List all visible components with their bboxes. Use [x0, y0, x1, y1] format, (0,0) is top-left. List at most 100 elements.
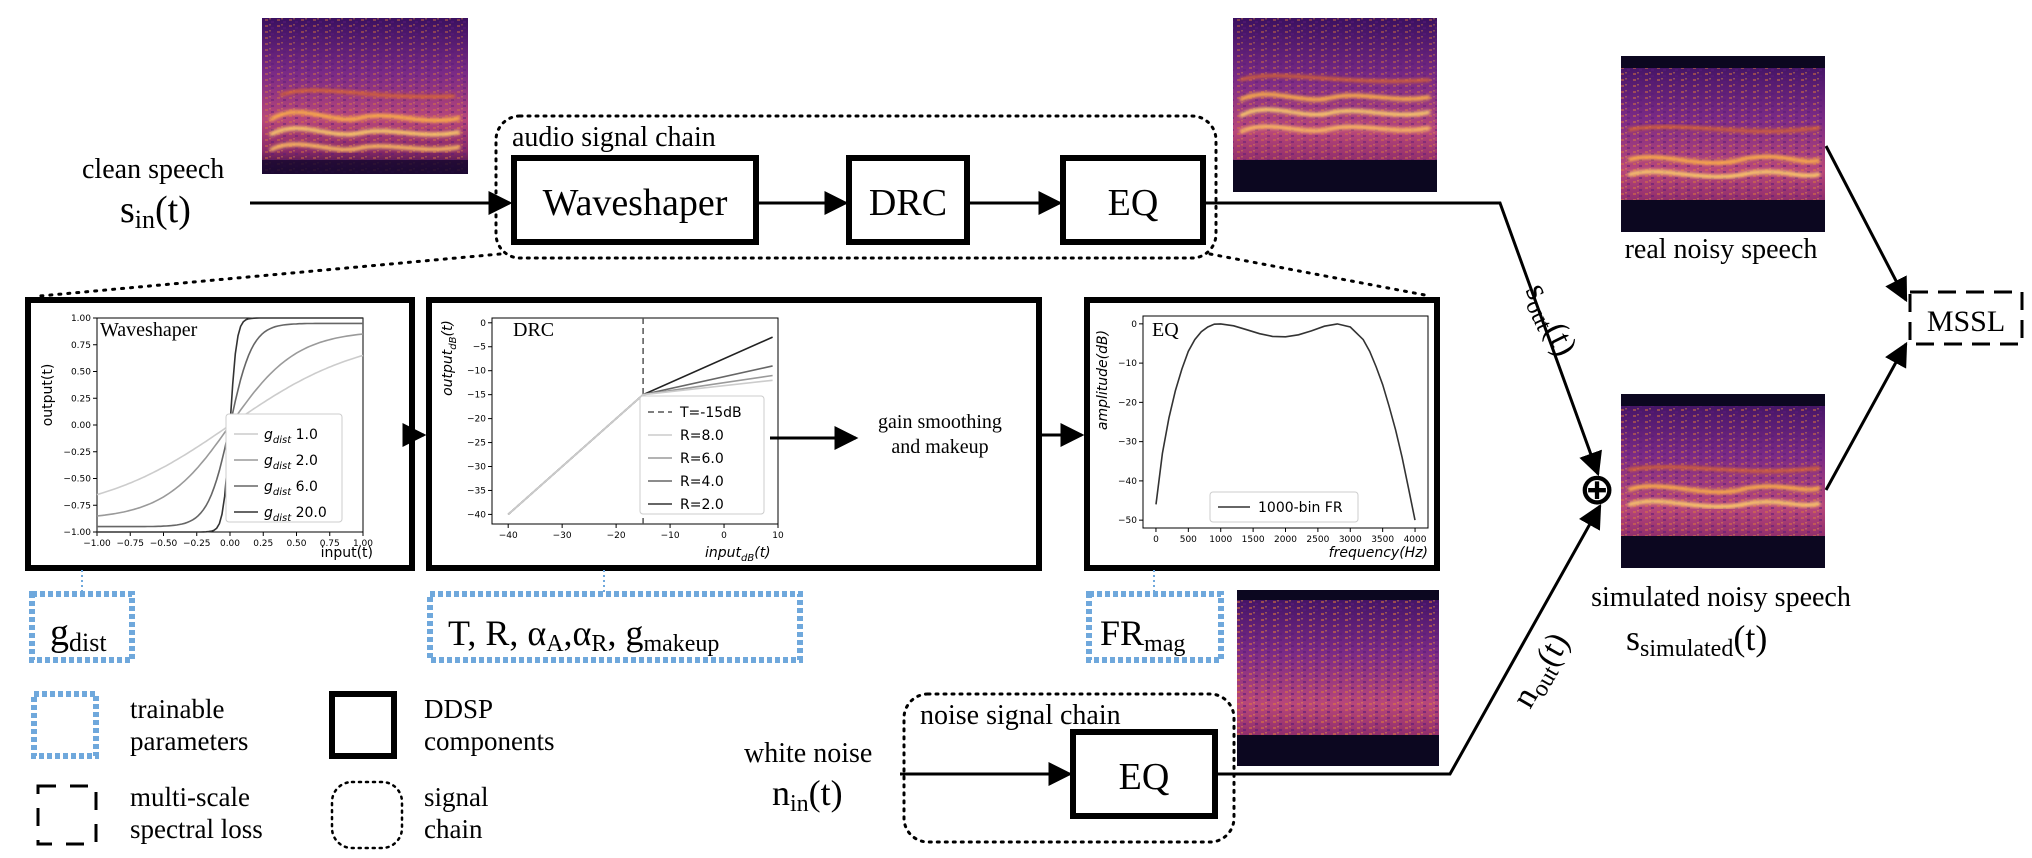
- waveshaper-block[interactable]: [511, 155, 759, 245]
- waveshaper-legend-label: gdist 20.0: [264, 505, 327, 524]
- legend-ddsp-label-1: DDSP: [424, 694, 493, 724]
- waveshaper-legend-label: gdist 2.0: [264, 453, 318, 472]
- eq-xtick-label: 500: [1180, 535, 1197, 545]
- eq-xtick-label: 4000: [1404, 535, 1427, 545]
- waveshaper-legend-label: gdist 1.0: [264, 427, 318, 446]
- waveshaper-legend: gdist 1.0 gdist 2.0 gdist 6.0 gdist 20.0: [225, 413, 343, 524]
- drc-legend-label: R=4.0: [680, 474, 724, 490]
- real-noisy-speech-label: real noisy speech: [1625, 234, 1818, 265]
- drc-ytick-label: 0: [480, 319, 486, 329]
- drc-ytick-label: −40: [467, 510, 486, 520]
- eq-panel-title: EQ: [1152, 319, 1179, 341]
- drc-legend: T=-15dB R=8.0R=6.0R=4.0R=2.0: [639, 395, 765, 515]
- legend-trainable-label-1: trainable: [130, 694, 224, 724]
- waveshaper-ytick-label: 0.50: [71, 368, 91, 378]
- eq-xtick-label: 1500: [1242, 535, 1265, 545]
- waveshaper-ytick-label: 1.00: [71, 314, 91, 324]
- waveshaper-xtick-label: 1.00: [353, 539, 373, 549]
- eq-ylabel: amplitude(dB): [1095, 330, 1111, 430]
- legend-mssl-swatch: [36, 784, 98, 846]
- drc-legend-label: R=2.0: [680, 497, 724, 513]
- clean-speech-symbol: sin(t): [120, 189, 191, 234]
- waveshaper-param-label: gdist: [50, 612, 107, 657]
- legend-mssl-label-1: multi-scale: [130, 782, 250, 812]
- waveshaper-xtick-label: 0.75: [320, 539, 340, 549]
- drc-ytick-label: −10: [467, 367, 486, 377]
- s-out-arrow: [1203, 201, 1602, 477]
- mssl-label: MSSL: [1927, 305, 2005, 338]
- eq-xtick-label: 2500: [1306, 535, 1329, 545]
- gain-smoothing-label-1: gain smoothing: [878, 411, 1002, 433]
- waveshaper-xtick-label: −0.25: [183, 539, 211, 549]
- clean-speech-label: clean speech: [82, 154, 224, 185]
- legend-trainable-label-2: parameters: [130, 726, 248, 756]
- waveshaper-ytick-label: −0.75: [63, 501, 91, 511]
- audio-signal-chain-container: [494, 114, 1218, 260]
- gain-smoothing-label-2: and makeup: [891, 436, 988, 458]
- drc-xtick-label: −30: [553, 531, 572, 541]
- simulated-noisy-speech-symbol: ssimulated(t): [1626, 618, 1767, 662]
- waveshaper-ytick-label: 0.25: [71, 394, 91, 404]
- simulated-noisy-speech-label: simulated noisy speech: [1591, 582, 1851, 613]
- waveshaper-ytick-label: 0.75: [71, 341, 91, 351]
- eq-ytick-label: 0: [1131, 320, 1137, 330]
- eq-ytick-label: −30: [1118, 438, 1137, 448]
- eq-ytick-label: −10: [1118, 359, 1137, 369]
- waveshaper-ytick-label: −1.00: [63, 528, 91, 538]
- drc-ytick-label: −30: [467, 463, 486, 473]
- legend-chain-label-1: signal: [424, 782, 489, 812]
- n-out-label: nout(t): [1505, 626, 1580, 716]
- eq-ytick-label: −20: [1118, 398, 1137, 408]
- arrow-simulated-to-mssl: [1824, 341, 1908, 491]
- waveshaper-ylabel: output(t): [40, 364, 56, 427]
- waveshaper-panel-title: Waveshaper: [100, 319, 198, 341]
- eq-panel: [1084, 297, 1440, 571]
- eq-param-label: FRmag: [1100, 613, 1185, 657]
- drc-legend-label: R=6.0: [680, 451, 724, 467]
- eq-legend: 1000-bin FR: [1209, 491, 1359, 523]
- zoom-line-right: [1208, 252, 1432, 298]
- drc-block-label: DRC: [869, 182, 947, 224]
- drc-legend-label: T=-15dB: [679, 405, 742, 421]
- waveshaper-xtick-label: 0.00: [220, 539, 240, 549]
- legend-mssl-label-2: spectral loss: [130, 814, 263, 844]
- legend-ddsp-swatch: [329, 691, 397, 759]
- noise-eq-block-label: EQ: [1119, 756, 1170, 798]
- waveshaper-ytick-label: 0.00: [71, 421, 91, 431]
- noise-signal-chain-container: [902, 692, 1236, 844]
- waveshaper-xlabel: input(t): [321, 545, 373, 561]
- drc-ytick-label: −5: [473, 343, 486, 353]
- drc-param-label: T, R, αA,αR, gmakeup: [448, 613, 719, 657]
- legend-trainable-swatch: [31, 691, 99, 759]
- eq-block-label: EQ: [1108, 182, 1159, 224]
- spectrogram-audio-chain-output: [1233, 18, 1437, 192]
- white-noise-label: white noise: [744, 738, 872, 769]
- sum-node-icon: ⊕: [1579, 464, 1616, 515]
- drc-ytick-label: −35: [467, 486, 486, 496]
- eq-series-line: [1155, 323, 1416, 521]
- n-out-arrow: [1215, 503, 1602, 776]
- eq-block[interactable]: [1060, 155, 1206, 245]
- eq-xtick-label: 0: [1153, 535, 1159, 545]
- spectrogram-simulated-noisy-speech: [1621, 394, 1825, 568]
- waveshaper-xtick-label: −0.75: [116, 539, 144, 549]
- eq-xtick-label: 3500: [1371, 535, 1394, 545]
- eq-ytick-label: −50: [1118, 516, 1137, 526]
- spectrogram-clean-speech: [262, 18, 468, 174]
- waveshaper-legend-label: gdist 6.0: [264, 479, 318, 498]
- drc-ytick-label: −15: [467, 391, 486, 401]
- white-noise-symbol: nin(t): [772, 773, 843, 817]
- legend-chain-label-2: chain: [424, 814, 483, 844]
- drc-legend-label: R=8.0: [680, 428, 724, 444]
- noise-signal-chain-label: noise signal chain: [920, 700, 1121, 731]
- drc-series-line: [507, 379, 773, 516]
- eq-xtick-label: 3000: [1339, 535, 1362, 545]
- legend-chain-swatch: [330, 780, 404, 850]
- eq-param-box: [1086, 591, 1224, 663]
- drc-block[interactable]: [846, 155, 970, 245]
- drc-xtick-label: 0: [721, 531, 727, 541]
- drc-ylabel: outputdB(t): [440, 320, 459, 396]
- waveshaper-block-label: Waveshaper: [543, 182, 728, 224]
- drc-xtick-label: −10: [661, 531, 680, 541]
